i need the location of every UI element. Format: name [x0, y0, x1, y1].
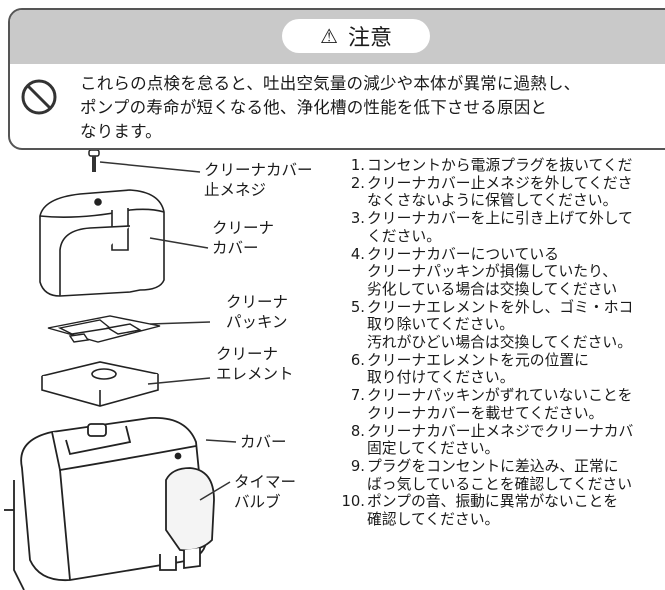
- label-cleaner-element: クリーナ エレメント: [216, 345, 294, 383]
- cleaner-cover-drawing: [39, 189, 165, 297]
- step-item: 2.クリーナカバー止メネジを外してくださ なくさないように保管してください。: [325, 175, 665, 210]
- step-text: クリーナパッキンがずれていないことを クリーナカバーを載せてください。: [367, 387, 633, 422]
- step-number: 2.: [350, 174, 365, 192]
- step-number: 10.: [341, 493, 365, 511]
- step-item: 5.クリーナエレメントを外し、ゴミ・ホコ 取り除いてください。 汚れがひどい場合…: [325, 299, 665, 352]
- screw-drawing: [88, 150, 100, 172]
- step-number: 6.: [350, 351, 365, 369]
- step-number: 9.: [350, 457, 365, 475]
- step-text: クリーナカバーについている クリーナパッキンが損傷していたり、 劣化している場合…: [367, 245, 618, 298]
- step-number: 4.: [350, 245, 365, 263]
- step-text: コンセントから電源プラグを抜いてくだ: [367, 157, 633, 174]
- step-text: プラグをコンセントに差込み、正常に ばっ気していることを確認してください: [367, 457, 633, 493]
- step-text: クリーナエレメントを元の位置に 取り付けてください。: [367, 351, 589, 387]
- leader-timer-valve: [199, 481, 231, 501]
- label-cleaner-packing: クリーナ パッキン: [226, 293, 289, 331]
- leader-cover: [149, 237, 209, 249]
- cleaner-assembly-illustration: [4, 150, 237, 590]
- step-text: クリーナカバーを上に引き上げて外して ください。: [367, 210, 633, 245]
- label-timer-valve: タイマー バルブ: [234, 473, 297, 511]
- step-item: 4.クリーナカバーについている クリーナパッキンが損傷していたり、 劣化している…: [325, 246, 665, 299]
- label-cleaner-cover: クリーナ カバー: [212, 219, 275, 257]
- leader-packing: [149, 321, 211, 325]
- step-item: 7.クリーナパッキンがずれていないことを クリーナカバーを載せてください。: [325, 387, 665, 422]
- caution-box: ⚠ 注意 これらの点検を怠ると、吐出空気量の減少や本体が異常に過熱し、 ポンプの…: [8, 8, 665, 150]
- label-cleaner-cover-screw: クリーナカバー 止メネジ: [204, 161, 313, 199]
- caution-text: これらの点検を怠ると、吐出空気量の減少や本体が異常に過熱し、 ポンプの寿命が短く…: [80, 74, 581, 141]
- prohibition-icon: [21, 79, 57, 115]
- warning-triangle-icon: ⚠: [320, 24, 338, 48]
- caution-header: ⚠ 注意: [10, 10, 665, 64]
- step-number: 8.: [350, 422, 365, 440]
- leader-body-cover: [205, 439, 237, 443]
- step-text: ポンプの音、振動に異常がないことを 確認してください。: [367, 493, 619, 529]
- step-text: クリーナエレメントを外し、ゴミ・ホコ 取り除いてください。 汚れがひどい場合は交…: [367, 298, 634, 352]
- step-item: 6.クリーナエレメントを元の位置に 取り付けてください。: [325, 352, 665, 387]
- step-number: 3.: [350, 210, 365, 228]
- instruction-steps: 1.コンセントから電源プラグを抜いてくだ 2.クリーナカバー止メネジを外してくだ…: [325, 157, 665, 529]
- caution-title: 注意: [347, 26, 392, 51]
- step-item: 8.クリーナカバー止メネジでクリーナカバ 固定してください。: [325, 423, 665, 458]
- step-item: 10.ポンプの音、振動に異常がないことを 確認してください。: [325, 493, 665, 528]
- step-item: 3.クリーナカバーを上に引き上げて外して ください。: [325, 210, 665, 245]
- caution-title-pill: ⚠ 注意: [282, 19, 430, 53]
- step-item: 1.コンセントから電源プラグを抜いてくだ: [325, 157, 665, 175]
- step-text: クリーナカバー止メネジでクリーナカバ 固定してください。: [367, 422, 634, 458]
- step-number: 5.: [350, 298, 365, 316]
- label-cover: カバー: [240, 433, 287, 451]
- leader-element: [147, 377, 211, 385]
- step-number: 1.: [350, 157, 365, 174]
- cleaner-element-drawing: [41, 361, 159, 407]
- cleaner-packing-drawing: [47, 315, 161, 343]
- step-item: 9.プラグをコンセントに差込み、正常に ばっ気していることを確認してください: [325, 458, 665, 493]
- pump-body-drawing: [4, 417, 215, 590]
- leader-screw: [99, 161, 201, 173]
- step-number: 7.: [350, 387, 365, 405]
- step-text: クリーナカバー止メネジを外してくださ なくさないように保管してください。: [367, 174, 633, 210]
